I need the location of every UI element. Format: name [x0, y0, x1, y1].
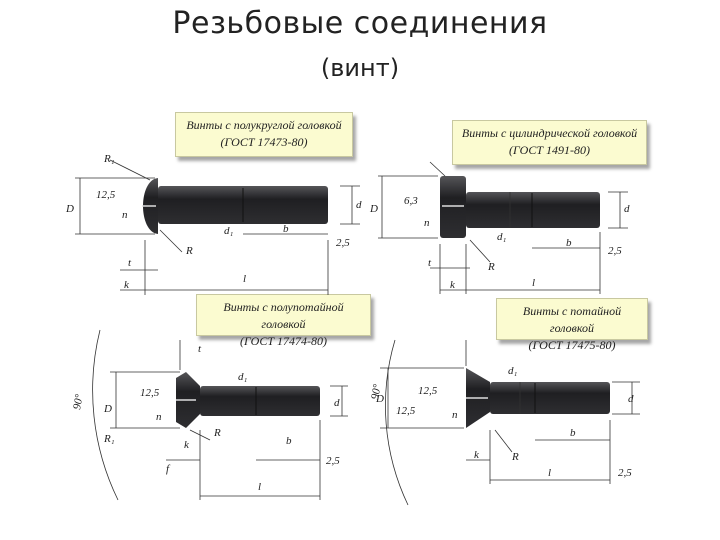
- countersunk-label: Винты с потайной головкой (ГОСТ 17475-80…: [496, 298, 648, 352]
- page-title: Резьбовые соединения: [172, 6, 548, 41]
- round-head-dimensions: [75, 159, 360, 295]
- dim-R-3: R: [213, 427, 221, 439]
- dim-l-3: l: [258, 481, 261, 493]
- dim-t-1: t: [128, 257, 132, 269]
- dim-n-4: n: [452, 409, 458, 421]
- dim-k-4: k: [474, 449, 480, 461]
- dim-d-3: d: [334, 397, 340, 409]
- dim-d1-4: d₁: [508, 365, 518, 377]
- dim-k-1: k: [124, 279, 130, 291]
- dim-b-3: b: [286, 435, 292, 447]
- cylinder-head-label-line2: (ГОСТ 1491-80): [509, 143, 590, 157]
- dim-n-3: n: [156, 411, 162, 423]
- dim-R1-1: R₁: [103, 153, 115, 165]
- dim-d-1: d: [356, 199, 362, 211]
- page-subtitle: (винт): [320, 54, 400, 82]
- dim-k-2: k: [450, 279, 456, 291]
- dim-63-2: 6,3: [404, 195, 418, 207]
- countersunk-screw: [466, 368, 610, 428]
- round-head-label-line2: (ГОСТ 17473-80): [220, 135, 308, 149]
- dim-angle-3: 90°: [71, 393, 86, 411]
- dim-D-4: D: [375, 393, 384, 405]
- dim-d1-2: d₁: [497, 231, 507, 243]
- half-countersunk-dimensions: [92, 329, 348, 501]
- half-countersunk-screw: [176, 372, 320, 428]
- dim-25-3: 2,5: [326, 455, 340, 467]
- dim-25-4: 2,5: [618, 467, 632, 479]
- countersunk-label-line2: (ГОСТ 17475-80): [528, 338, 616, 352]
- dim-d1-3: d₁: [238, 371, 248, 383]
- dim-t-3: t: [198, 343, 202, 355]
- dim-d-2: d: [624, 203, 630, 215]
- cylinder-head-label: Винты с цилиндрической головкой (ГОСТ 14…: [452, 120, 647, 165]
- dim-125-4a: 12,5: [418, 385, 438, 397]
- half-countersunk-label: Винты с полупотайной головкой (ГОСТ 1747…: [196, 294, 371, 348]
- dim-d1-1: d₁: [224, 225, 234, 237]
- countersunk-dimensions: [380, 339, 640, 506]
- dim-b-1: b: [283, 223, 289, 235]
- round-head-label-line1: Винты с полукруглой головкой: [186, 118, 342, 132]
- cylinder-head-screw: [440, 176, 600, 238]
- dim-d-4: d: [628, 393, 634, 405]
- dim-n-1: n: [122, 209, 128, 221]
- dim-R-2: R: [487, 261, 495, 273]
- dim-b-2: b: [566, 237, 572, 249]
- dim-D-3: D: [103, 403, 112, 415]
- dim-125-3: 12,5: [140, 387, 160, 399]
- cylinder-head-label-line1: Винты с цилиндрической головкой: [461, 126, 638, 140]
- dim-125-4b: 12,5: [396, 405, 416, 417]
- dim-angle-4: 90°: [369, 383, 384, 401]
- dim-k-3: k: [184, 439, 190, 451]
- dim-125-1: 12,5: [96, 189, 116, 201]
- dim-25-2: 2,5: [608, 245, 622, 257]
- dim-t-2: t: [428, 257, 432, 269]
- dim-l-4: l: [548, 467, 551, 479]
- dim-b-4: b: [570, 427, 576, 439]
- dim-R1-3: R₁: [103, 433, 115, 445]
- dim-D-2: D: [369, 203, 378, 215]
- half-countersunk-label-line1: Винты с полупотайной головкой: [223, 300, 344, 331]
- dim-l-2: l: [532, 277, 535, 289]
- dim-R-4: R: [511, 451, 519, 463]
- dim-R-1: R: [185, 245, 193, 257]
- cylinder-head-dimensions: [378, 161, 628, 294]
- countersunk-label-line1: Винты с потайной головкой: [522, 304, 622, 335]
- dim-f-3: f: [166, 463, 171, 475]
- dim-D-1: D: [65, 203, 74, 215]
- round-head-label: Винты с полукруглой головкой (ГОСТ 17473…: [175, 112, 353, 157]
- dim-n-2: n: [424, 217, 430, 229]
- dim-25-1: 2,5: [336, 237, 350, 249]
- dim-l-1: l: [243, 273, 246, 285]
- round-head-screw: [142, 178, 328, 234]
- half-countersunk-label-line2: (ГОСТ 17474-80): [240, 334, 327, 348]
